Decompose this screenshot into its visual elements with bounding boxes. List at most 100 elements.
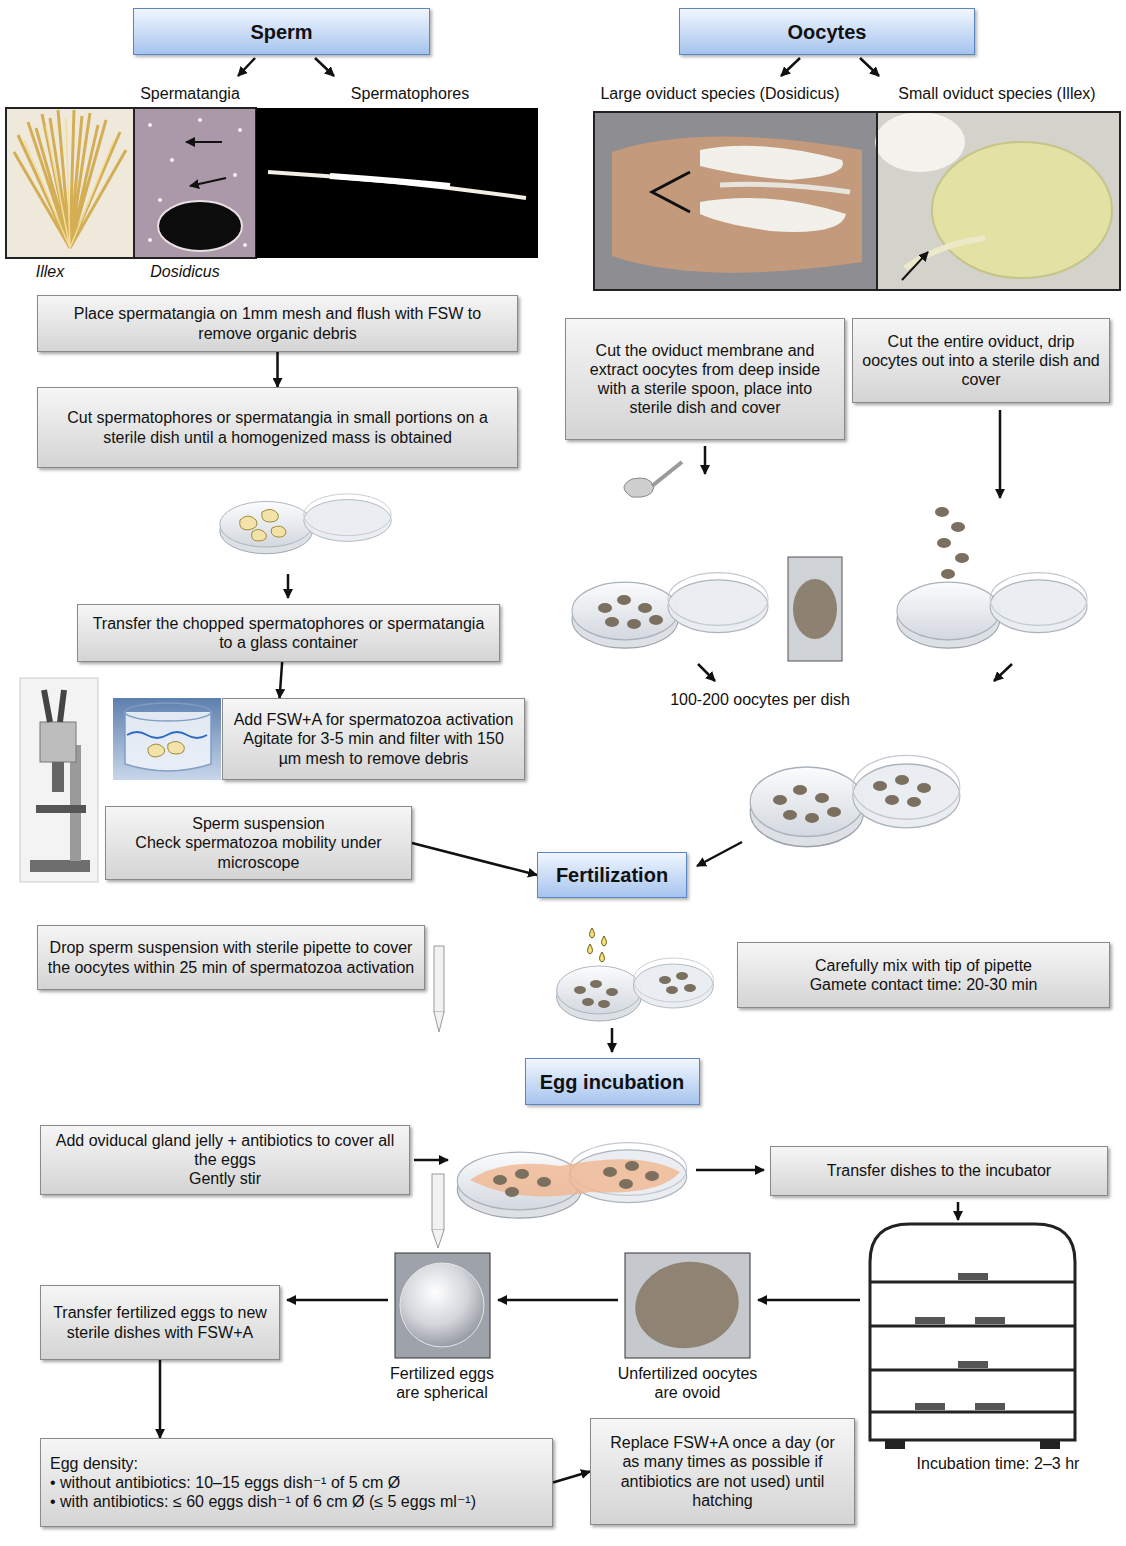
spermatangia-photos — [243, 243, 247, 247]
incubator — [958, 1361, 988, 1368]
incubator — [915, 1403, 945, 1410]
spermatangia-photos — [238, 128, 242, 132]
section-header: Fertilization — [537, 852, 687, 898]
jelly-dish — [505, 1187, 519, 1197]
incubator — [870, 1369, 1075, 1372]
incubator — [915, 1317, 945, 1324]
node-text: Check spermatozoa mobility under microsc… — [115, 833, 402, 871]
microscope — [20, 678, 98, 882]
node-text: Replace FSW+A once a day (or as many tim… — [600, 1433, 845, 1510]
flow-arrows — [781, 58, 800, 76]
node-text: Transfer dishes to the incubator — [780, 1161, 1098, 1180]
spermatangia-photos — [233, 173, 237, 177]
process-box: Sperm suspensionCheck spermatozoa mobili… — [105, 806, 412, 880]
oviduct-photos — [594, 112, 877, 290]
node-text: Oocytes — [788, 20, 867, 44]
microscope — [52, 762, 64, 792]
photo-label: Unfertilized oocytes are ovoid — [605, 1364, 770, 1402]
flow-arrow — [412, 843, 537, 875]
oocyte-dishes — [788, 557, 842, 661]
jelly-dish — [603, 1167, 617, 1177]
section-header: Oocytes — [679, 8, 975, 55]
flow-arrows — [957, 1202, 960, 1220]
node-text: Egg density: — [50, 1454, 543, 1473]
oocyte-dishes — [649, 615, 663, 625]
process-box: Add oviducal gland jelly + antibiotics t… — [40, 1125, 410, 1195]
incubator — [975, 1403, 1005, 1410]
flow-arrow — [280, 662, 283, 698]
spermatangia-photos — [133, 108, 135, 258]
fertilization-dish — [434, 946, 444, 1012]
egg-photos — [628, 1254, 745, 1357]
node-text: Egg incubation — [540, 1070, 684, 1094]
oocyte-dishes — [572, 573, 768, 649]
fertilization-dish — [606, 988, 618, 996]
oocyte-dishes — [941, 569, 955, 579]
node-text: Carefully mix with tip of pipette — [747, 956, 1100, 975]
fertilization-dish — [434, 1012, 444, 1032]
fertilization-dish — [602, 936, 607, 946]
flow-arrow — [276, 352, 279, 387]
incubator — [1040, 1440, 1060, 1449]
process-box: Transfer the chopped spermatophores or s… — [77, 604, 500, 662]
fertilization-dish — [574, 986, 586, 994]
fertilization-dish — [666, 986, 678, 994]
flow-arrows — [238, 58, 1012, 1300]
section-header: Sperm — [133, 8, 430, 55]
process-box: Place spermatangia on 1mm mesh and flush… — [37, 295, 518, 352]
node-text: Fertilization — [556, 863, 668, 887]
photo-label: 100-200 oocytes per dish — [660, 690, 860, 709]
node-text: Agitate for 3-5 min and filter with 150 … — [232, 729, 515, 767]
jelly-dish — [645, 1171, 659, 1181]
flow-arrows — [758, 1299, 860, 1302]
glass-container — [168, 741, 185, 754]
fertilization-dish — [676, 972, 688, 980]
oocyte-dishes — [937, 538, 951, 548]
oocyte-dishes — [897, 573, 1087, 649]
glass-container — [148, 744, 165, 757]
spermatangia-photos — [6, 108, 134, 258]
oocyte-dishes — [624, 478, 654, 497]
spermatangia-photos — [134, 108, 256, 258]
process-box: Transfer dishes to the incubator — [770, 1146, 1108, 1196]
oocyte-dishes — [907, 797, 921, 807]
photo-label: Dosidicus — [135, 262, 235, 281]
egg-photos — [395, 1253, 750, 1358]
jelly-dish — [625, 1161, 639, 1171]
section-header: Egg incubation — [525, 1058, 700, 1105]
microscope — [60, 690, 64, 722]
oviduct-photos — [594, 112, 1120, 290]
flow-arrow — [553, 1472, 590, 1483]
photo-label: Spermatangia — [120, 84, 260, 103]
glass-container — [125, 703, 211, 721]
flow-arrows — [287, 1299, 388, 1302]
note-box: Egg density:• without antibiotics: 10–15… — [40, 1438, 553, 1527]
process-box: Add FSW+A for spermatozoa activationAgit… — [222, 698, 525, 780]
flow-arrow — [159, 1360, 162, 1438]
node-text: Cut spermatophores or spermatangia in sm… — [47, 408, 508, 446]
photo-label: Large oviduct species (Dosidicus) — [560, 84, 880, 103]
process-box: Carefully mix with tip of pipetteGamete … — [737, 942, 1110, 1008]
oviduct-photos — [700, 198, 846, 232]
photo-label: Small oviduct species (Illex) — [872, 84, 1122, 103]
flow-arrows — [698, 664, 715, 681]
process-box: Cut the entire oviduct, drip oocytes out… — [852, 318, 1110, 403]
process-box: Transfer fertilized eggs to new sterile … — [40, 1285, 280, 1360]
spermatangia-photos — [186, 141, 222, 143]
flow-arrows — [994, 664, 1012, 681]
egg-photos — [395, 1253, 490, 1358]
flow-arrows — [287, 574, 290, 598]
spermatangia-photos — [256, 108, 538, 258]
fertilization-dish — [588, 944, 593, 954]
oocyte-dishes — [750, 755, 960, 846]
node-text: Drop sperm suspension with sterile pipet… — [47, 938, 415, 976]
oviduct-photos — [700, 146, 843, 180]
incubator — [870, 1411, 1075, 1414]
process-box: Replace FSW+A once a day (or as many tim… — [590, 1418, 855, 1525]
spermatangia-photos — [6, 108, 256, 258]
incubator — [958, 1273, 988, 1280]
jelly-dish — [432, 1230, 444, 1248]
node-text: Gamete contact time: 20-30 min — [747, 975, 1100, 994]
spermatangia-photos — [268, 172, 526, 198]
